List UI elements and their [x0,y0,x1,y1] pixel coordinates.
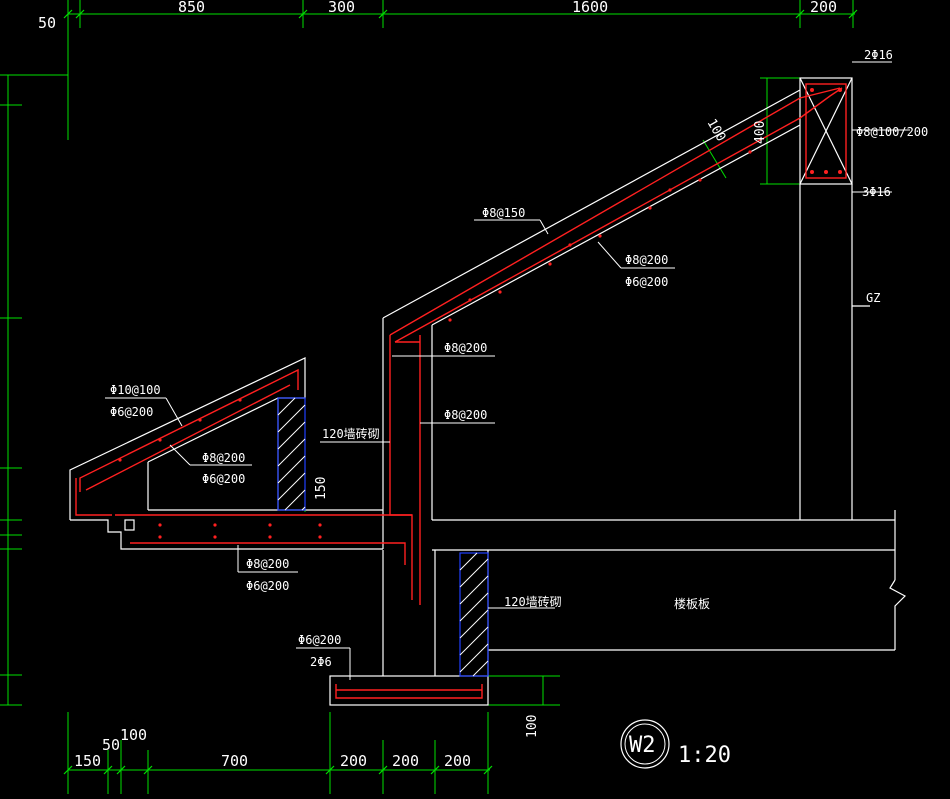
dimension-ticks [63,9,858,775]
label-left-slope-2: Φ6@200 [110,405,153,419]
dim-bottom-50: 50 [102,736,120,754]
label-lower-wall-note: 120墙砖砌 [504,594,562,609]
dim-bottom-200-c: 200 [444,752,471,770]
title-circle-outer [620,719,670,769]
dim-top-850: 850 [178,0,205,16]
title-mark-text: W2 [629,733,656,758]
dim-bottom-700: 700 [221,752,248,770]
label-footing-2: 2Φ6 [310,655,332,669]
label-wall-note: 120墙砖砌 [322,426,380,441]
concrete-outline [69,77,906,706]
label-main-slope-bottom-1: Φ8@200 [625,253,668,267]
dim-150: 150 [314,477,329,500]
dim-footing-100: 100 [525,715,540,738]
dimension-lines [0,0,855,794]
label-slab-note: 楼板板 [674,596,710,611]
label-top-bar: 2Φ16 [864,48,893,62]
label-main-slope-bottom-2: Φ6@200 [625,275,668,289]
label-left-inner-2: Φ6@200 [202,472,245,486]
label-wall-b: Φ8@200 [444,408,487,422]
title-circle-inner [624,723,666,765]
label-beam-2: Φ6@200 [246,579,289,593]
label-bottom-bar: 3Φ16 [862,185,891,199]
dim-bottom-200-a: 200 [340,752,367,770]
label-main-slope-top: Φ8@150 [482,206,525,220]
vertical-dimension-texts: 400 100 150 100 [314,117,768,739]
dim-beam-400: 400 [753,121,768,144]
top-dimension-texts: 50 850 300 1600 200 [38,0,837,32]
label-footing-1: Φ6@200 [298,633,341,647]
label-left-inner-1: Φ8@200 [202,451,245,465]
dim-bottom-100: 100 [120,726,147,744]
dim-top-200: 200 [810,0,837,16]
dim-top-50: 50 [38,14,56,32]
label-beam-1: Φ8@200 [246,557,289,571]
label-left-slope-1: Φ10@100 [110,383,161,397]
label-wall-a: Φ8@200 [444,341,487,355]
label-stirrup: Φ8@100/200 [856,125,928,139]
hatched-brick-wall-upper [277,397,306,511]
dim-bottom-150: 150 [74,752,101,770]
rebar-label-texts: 2Φ16 Φ8@100/200 3Φ16 Φ8@150 Φ8@200 Φ6@20… [110,48,928,669]
rebar-dots [118,88,842,539]
dim-top-300: 300 [328,0,355,16]
title-scale-text: 1:20 [678,743,731,768]
dim-bottom-200-b: 200 [392,752,419,770]
bottom-dimension-texts: 150 50 100 700 200 200 200 [74,726,471,770]
hatched-brick-wall-lower [459,552,489,677]
rebar-lines [75,83,847,699]
label-column-gz: GZ [866,291,880,305]
leader-lines [105,61,910,680]
dim-top-1600: 1600 [572,0,608,16]
drawing-title-mark: W2 1:20 [620,719,731,769]
